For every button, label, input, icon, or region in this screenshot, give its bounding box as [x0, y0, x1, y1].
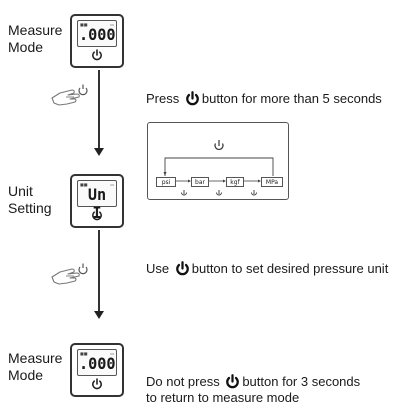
unit-option-bar: bar [191, 177, 209, 187]
flow-arrowhead [94, 311, 104, 319]
lcd-indicator: ■■ [80, 182, 88, 187]
power-icon[interactable] [91, 49, 103, 61]
unit-cycle-lines [163, 140, 274, 196]
lcd-screen: ■■ ▭ .000 [77, 20, 117, 47]
instruction-line: Do not press button for 3 seconds [146, 374, 360, 390]
unit-option-kgf: kgf [226, 177, 244, 187]
label-line: Measure [8, 350, 63, 366]
hand-press-icon [51, 263, 88, 285]
flow-line [98, 230, 100, 313]
label-line: Unit [8, 183, 33, 199]
measure-mode-label-top: Measure Mode [8, 22, 62, 56]
gauge-device-measure-top: ■■ ▭ .000 [70, 14, 124, 68]
label-line: Mode [8, 39, 44, 55]
measure-mode-label-bottom: Measure Mode [8, 350, 62, 384]
lcd-indicator: ■■ [80, 22, 88, 27]
lcd-screen: ■■ ▭ Un I [77, 180, 117, 222]
lcd-indicator: ▭ [110, 22, 114, 27]
unit-option-psi: psi [156, 177, 176, 187]
lcd-indicator: ▭ [110, 182, 114, 187]
lcd-reading: .000 [78, 354, 116, 373]
label-line: Mode [8, 367, 44, 383]
instruction-text: to return to measure mode [146, 390, 300, 405]
power-icon [186, 91, 199, 106]
instruction-text: Use [146, 261, 170, 276]
power-icon[interactable] [91, 209, 103, 221]
hand-press-icon [51, 84, 88, 106]
lcd-indicator: ▭ [110, 351, 114, 356]
instruction-return: Do not press button for 3 seconds to ret… [146, 374, 360, 406]
instruction-set-unit: Use button to set desired pressure unit [146, 261, 388, 277]
flow-line [98, 70, 100, 150]
power-icon[interactable] [91, 378, 103, 390]
label-line: Setting [8, 200, 52, 216]
flow-arrowhead [94, 148, 104, 156]
gauge-device-unit-setting: ■■ ▭ Un I [70, 174, 124, 228]
unit-cycle-panel: psi bar kgf MPa [147, 122, 289, 200]
power-icon [175, 261, 189, 276]
lcd-screen: ■■ ▭ .000 [77, 349, 117, 376]
lcd-indicator: ■■ [80, 351, 88, 356]
lcd-reading: .000 [78, 25, 116, 44]
unit-option-mpa: MPa [261, 177, 283, 187]
instruction-press-long: Press button for more than 5 seconds [146, 91, 382, 107]
instruction-text: button for 3 seconds [242, 374, 361, 389]
instruction-text: Do not press [146, 374, 220, 389]
power-icon [226, 374, 240, 389]
instruction-text: Press [146, 91, 180, 106]
instruction-text: button for more than 5 seconds [201, 91, 382, 106]
unit-setting-label: Unit Setting [8, 183, 52, 217]
gauge-device-measure-bottom: ■■ ▭ .000 [70, 343, 124, 397]
instruction-text: button to set desired pressure unit [191, 261, 389, 276]
label-line: Measure [8, 22, 63, 38]
